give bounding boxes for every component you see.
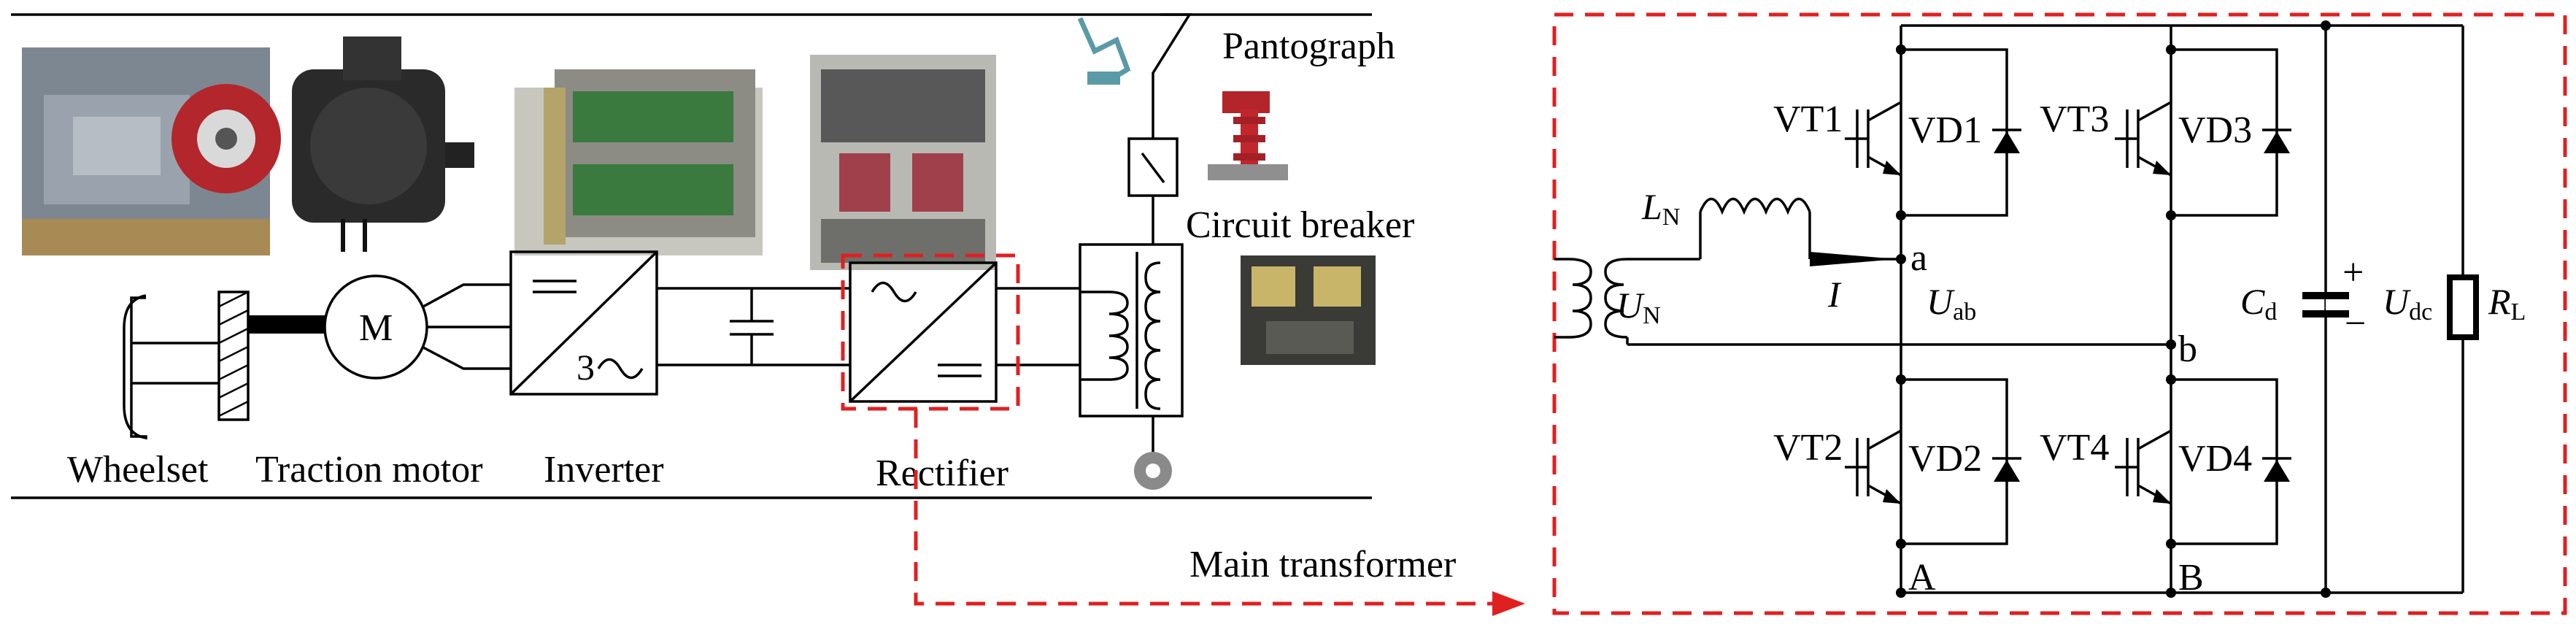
main-transformer-label: Main transformer	[1189, 544, 1456, 585]
pantograph-label: Pantograph	[1222, 26, 1395, 67]
inverter-symbol: 3	[509, 250, 850, 396]
circuit-highlight-frame	[1552, 12, 2567, 615]
un-label: UN	[1616, 285, 1661, 329]
shaft-line	[248, 315, 325, 334]
traction-motor-label: Traction motor	[255, 449, 483, 491]
igbt-vt1	[1845, 101, 1902, 177]
wheelset-photo	[22, 47, 281, 255]
diode-vd2	[1992, 457, 2021, 482]
cd-label: Cd	[2240, 281, 2277, 326]
wheelset-label: Wheelset	[67, 449, 209, 491]
rectifier-highlight-box	[841, 253, 1020, 411]
wheel-symbol	[123, 291, 250, 440]
vd2-label: VD2	[1908, 438, 1982, 480]
callout-arrowhead	[1492, 591, 1525, 616]
current-arrow	[1810, 252, 1897, 266]
motor-symbol: M	[323, 274, 511, 380]
rl-label: RL	[2488, 281, 2526, 326]
vd3-label: VD3	[2178, 109, 2252, 151]
svg-text:3: 3	[576, 347, 595, 388]
left-panel: Pantograph Circuit breaker Wheelset Trac…	[11, 13, 1525, 616]
ln-label: LN	[1641, 186, 1680, 231]
vt2-label: VT2	[1773, 427, 1843, 469]
uab-label: Uab	[1927, 281, 1976, 326]
transformer-photo	[1241, 255, 1376, 365]
node-B-label: B	[2178, 557, 2204, 599]
pantograph-drawing	[1076, 13, 1192, 106]
igbt-vt3	[2115, 101, 2172, 177]
cap-plus-label: +	[2342, 252, 2364, 293]
vt3-label: VT3	[2040, 99, 2109, 140]
rectifier-symbol	[849, 261, 1080, 403]
inductor-ln	[1699, 197, 1901, 266]
udc-label: Udc	[2383, 281, 2432, 326]
right-panel: VT1 VD1 VT3 VD3 VT2 VD2 VT4 VD4 LN UN I …	[1552, 12, 2567, 615]
igbt-vt4	[2115, 429, 2172, 505]
diode-vd1	[1992, 128, 2021, 153]
svg-text:M: M	[359, 307, 393, 349]
diode-vd3	[2262, 128, 2291, 153]
igbt-vt2	[1845, 429, 1902, 505]
rectifier-photo	[810, 55, 996, 270]
rectifier-label: Rectifier	[876, 453, 1009, 494]
vt4-label: VT4	[2040, 427, 2109, 469]
circuit-breaker-photo	[1208, 91, 1288, 180]
traction-motor-photo	[292, 36, 474, 252]
vd1-label: VD1	[1908, 109, 1982, 151]
circuit-breaker-label: Circuit breaker	[1186, 204, 1414, 246]
current-label: I	[1827, 274, 1842, 315]
source-winding	[1554, 258, 2171, 346]
inverter-photo	[514, 69, 763, 255]
vd4-label: VD4	[2178, 438, 2252, 480]
resistor-rl	[2447, 274, 2479, 340]
rectifier-callout-line	[914, 409, 1503, 606]
vt1-label: VT1	[1773, 99, 1843, 140]
node-a-label: a	[1910, 237, 1927, 279]
diode-vd4	[2262, 457, 2291, 482]
node-A-label: A	[1908, 557, 1936, 599]
inverter-label: Inverter	[544, 449, 664, 491]
main-transformer-symbol	[1079, 106, 1184, 490]
dc-link-capacitor	[730, 288, 774, 365]
node-b-label: b	[2178, 328, 2197, 370]
cap-minus-label: −	[2345, 303, 2366, 345]
capacitor-cd	[2302, 292, 2349, 318]
